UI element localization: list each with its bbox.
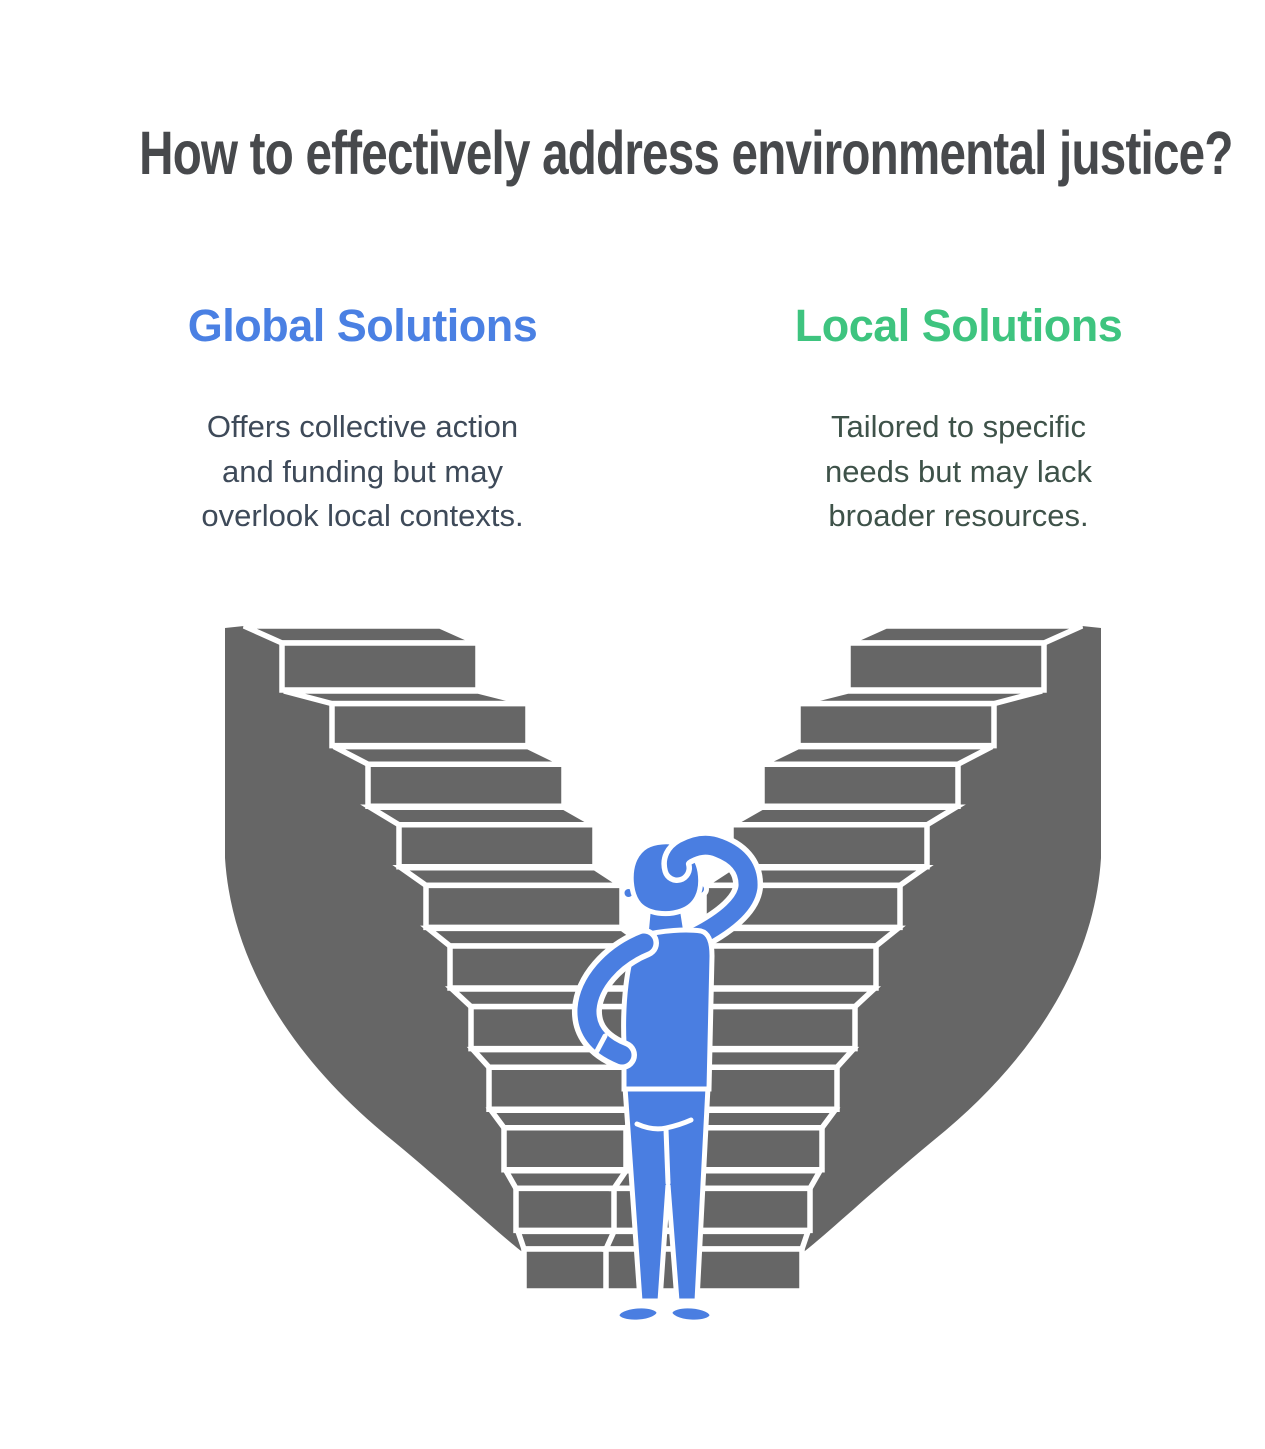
global-solutions-description: Offers collective action and funding but… xyxy=(201,409,524,534)
local-solutions-heading: Local Solutions xyxy=(794,300,1123,351)
local-solutions-column: Local Solutions Tailored to specific nee… xyxy=(726,300,1191,539)
person-figure xyxy=(571,830,764,1325)
staircase-side-wall xyxy=(225,626,529,1257)
pants-seam-line xyxy=(663,1126,671,1186)
person-legs xyxy=(622,1084,711,1304)
person-raised-arm xyxy=(666,835,758,947)
stair-riser xyxy=(279,640,481,693)
wrist-line xyxy=(594,1033,608,1054)
person-foot-left xyxy=(614,1303,662,1325)
person-foot-right xyxy=(667,1303,715,1325)
local-solutions-description: Tailored to specific needs but may lack … xyxy=(824,409,1093,534)
stair-riser xyxy=(396,822,598,870)
stair-riser xyxy=(423,882,625,931)
page-title: How to effectively address environmental… xyxy=(139,119,1233,187)
stair-riser xyxy=(329,700,531,749)
global-solutions-column: Global Solutions Offers collective actio… xyxy=(130,300,595,539)
stair-riser xyxy=(365,761,567,809)
global-solutions-heading: Global Solutions xyxy=(187,300,538,351)
